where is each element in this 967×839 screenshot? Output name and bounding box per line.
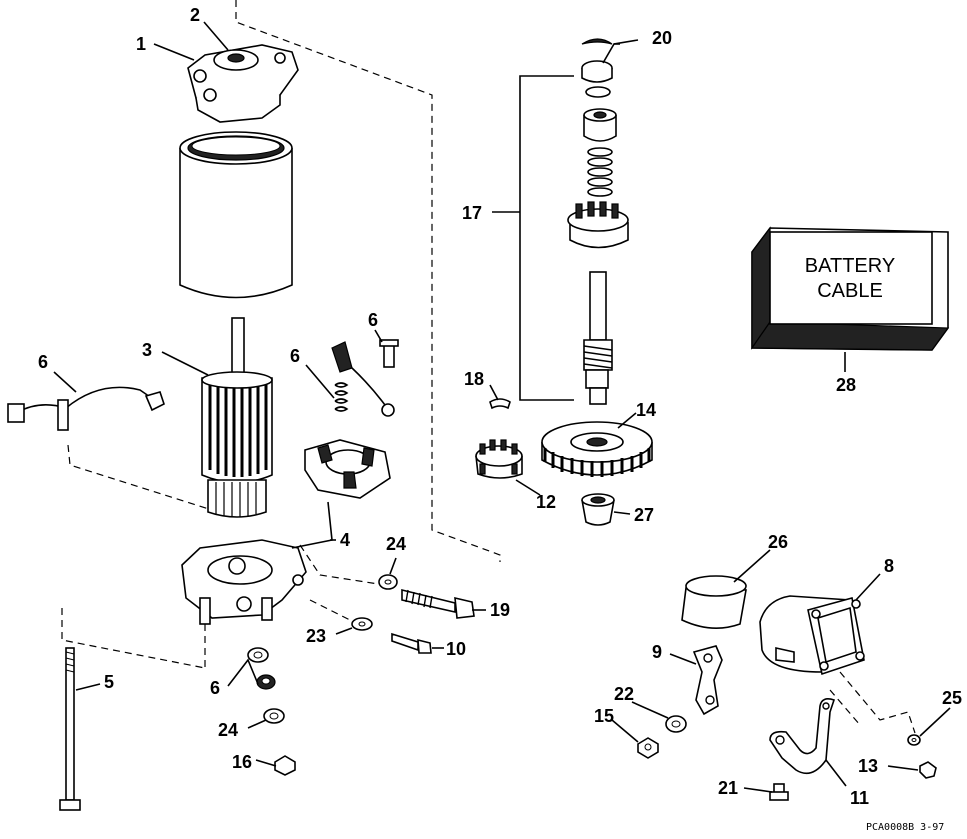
armature [201,317,273,518]
callout-14: 14 [636,400,656,420]
callout-12: 12 [536,492,556,512]
callout-6-washer: 6 [210,678,220,698]
callout-13: 13 [858,756,878,776]
callout-15: 15 [594,706,614,726]
bushing [581,493,615,526]
mounting-bracket [769,698,836,775]
callout-25: 25 [942,688,962,708]
brush-and-spring [331,339,399,417]
callout-21: 21 [718,778,738,798]
battery-cable-box: BATTERY CABLE [750,226,950,372]
alignment-lines [61,0,916,734]
callout-6-screw: 6 [368,310,378,330]
callout-27: 27 [634,505,654,525]
leader-lines [53,21,951,793]
pinion-gear [475,439,523,479]
battery-box-line1: BATTERY [805,255,895,277]
callout-numbers: 1 2 3 4 5 6 6 6 6 8 9 10 11 12 13 14 15 … [38,5,962,808]
callout-6-brush: 6 [290,346,300,366]
callout-24-upper: 24 [386,534,406,554]
washer-and-nut [637,715,687,759]
callout-11: 11 [850,788,869,808]
callout-22: 22 [614,684,634,704]
terminal-bar [692,645,723,716]
solenoid [759,595,865,676]
rubber-boot [681,575,747,629]
callout-26: 26 [768,532,788,552]
callout-19: 19 [490,600,510,620]
large-gear [541,421,653,477]
callout-8: 8 [884,556,894,576]
drive-assembly [492,38,629,405]
callout-16: 16 [232,752,252,772]
callout-3: 3 [142,340,152,360]
callout-4: 4 [340,530,350,550]
callout-23: 23 [306,626,326,646]
small-fasteners [769,734,937,801]
callout-9: 9 [652,642,662,662]
through-bolt [59,647,81,811]
callout-6-harness: 6 [38,352,48,372]
end-housing [181,539,307,625]
callout-1: 1 [136,34,146,54]
callout-18: 18 [464,369,484,389]
battery-box-line2: CABLE [817,280,883,302]
end-cap-drive [187,44,299,123]
callout-24-lower: 24 [218,720,238,740]
callout-10: 10 [446,639,466,659]
callout-2: 2 [190,5,200,25]
callout-17: 17 [462,203,482,223]
brush-holder [304,439,391,499]
small-hardware [247,647,296,776]
figure-code: PCA0008B 3-97 [866,822,944,833]
motor-frame [179,131,293,299]
retaining-clip [489,398,511,410]
callout-5: 5 [104,672,114,692]
wire-lead [7,386,165,431]
bolts-and-washers [351,574,475,654]
callout-28: 28 [836,375,856,395]
callout-20: 20 [652,28,672,48]
